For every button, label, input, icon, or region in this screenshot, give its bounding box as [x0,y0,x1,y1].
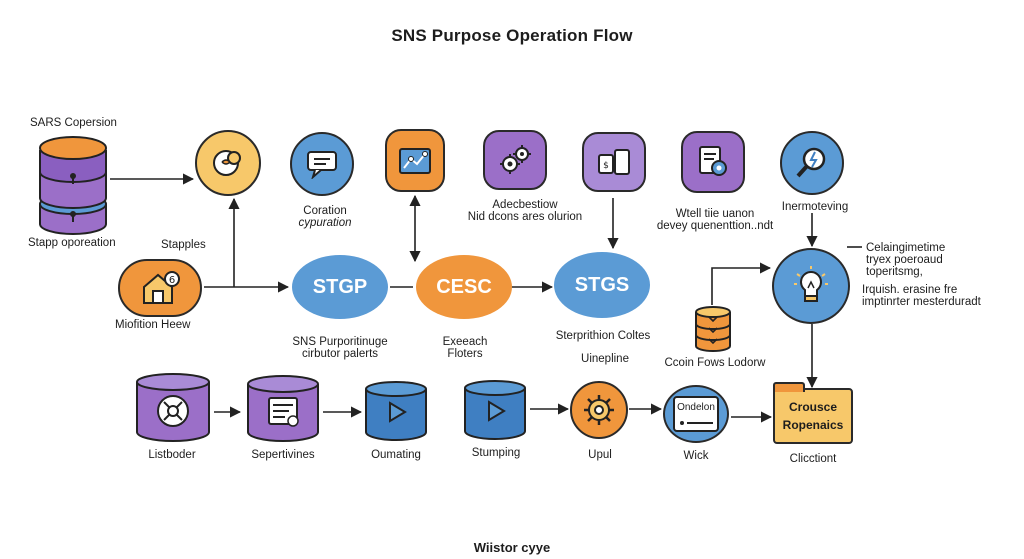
label-miofition: Miofition Heew [115,319,191,331]
card-node: Ondelon [663,385,729,443]
page-title: SNS Purpose Operation Flow [391,26,633,45]
label-stapples: Stapples [161,239,206,251]
cesc-hub: CESC [416,255,512,319]
label-sars: SARS Copersion [30,117,117,129]
label-adeb-1: Adecbestiow [492,199,558,211]
stgp-hub: STGP [292,255,388,319]
chart-icon [399,147,431,174]
label-cela-2: tryex poeroaud [866,254,943,266]
lightbulb-icon [794,266,828,302]
label-oum: Oumating [371,449,421,461]
document-gear-icon [699,146,727,176]
folder-node: Crousce Ropenaics [773,382,853,444]
label-exe-1: Exeeach [442,336,488,348]
coins-icon [213,150,241,176]
cylinder-node-stum [462,379,528,441]
label-inerm: Inermoteving [781,201,849,213]
label-wtell-2: devey quenenttion..ndt [656,220,774,232]
folder-label-2: Ropenaics [782,418,844,432]
document-gear-node [681,131,745,193]
label-sns-2: cirbutor palerts [301,348,379,360]
folder-label-1: Crousce [788,400,838,414]
label-ccoin: Ccoin Fows Lodorw [664,357,766,369]
house-icon: 6 [143,271,180,304]
search-icon [796,147,826,178]
label-coration-1: Coration [303,205,347,217]
label-cela-1: Celaingimetime [866,242,946,254]
house-node: 6 [118,259,202,317]
stgp-label: STGP [312,275,368,298]
label-clict: Clicctiont [789,453,837,465]
devices-icon: $ [598,149,630,175]
card-dot [680,421,684,425]
play-icon-2 [464,380,526,440]
card-line [687,422,713,424]
cylinder-icon [136,373,210,442]
label-adeb-2: Nid dcons ares olurion [467,211,583,223]
coins-node [195,130,261,196]
gear-icon [584,395,614,425]
label-stum: Stumping [471,447,521,459]
label-listb: Listboder [148,449,196,461]
document-icon [247,375,319,442]
label-unep: Uinepline [581,353,629,365]
ondelon-label: Ondelon [677,402,715,413]
label-coration-2: cypuration [298,217,352,229]
gears-node [483,130,547,190]
svg-text:6: 6 [169,275,175,286]
play-icon [365,381,427,441]
chat-icon [307,151,337,179]
gears-icon [500,145,531,174]
footer-label: Wiistor cyye [473,540,551,555]
cylinder-node-oum [363,380,429,442]
server-icon [693,304,733,352]
label-cela-3: toperitsmg, [866,266,923,278]
label-wtell-1: Wtell tiie uanon [675,208,755,220]
chat-node [290,132,354,196]
arrow-server-bulb [711,262,772,305]
chart-node [385,129,445,192]
stgs-hub: STGS [554,252,650,318]
card-icon: Ondelon [673,396,719,432]
label-sns-1: SNS Purporitinuge [292,336,388,348]
label-irq-1: Irquish. erasine fre [862,284,958,296]
devices-node: $ [582,132,646,192]
label-stapp: Stapp oporeation [28,237,116,249]
label-wick: Wick [683,450,709,462]
stgs-label: STGS [574,273,630,296]
gear-node [570,381,628,439]
label-exe-2: Floters [447,348,483,360]
folder-tab [773,382,805,392]
lightbulb-node [772,248,850,324]
svg-text:$: $ [603,161,609,171]
cylinder-node-listb [134,372,212,444]
cesc-label: CESC [436,275,492,298]
label-seper: Sepertivines [251,449,315,461]
cylinder-node-seper [245,374,321,444]
label-ster: Sterprithion Coltes [555,330,651,342]
label-irq-2: imptinrter mesterduradt [862,296,981,308]
search-node [780,131,844,195]
database-icon [36,132,110,236]
label-upul: Upul [588,449,612,461]
